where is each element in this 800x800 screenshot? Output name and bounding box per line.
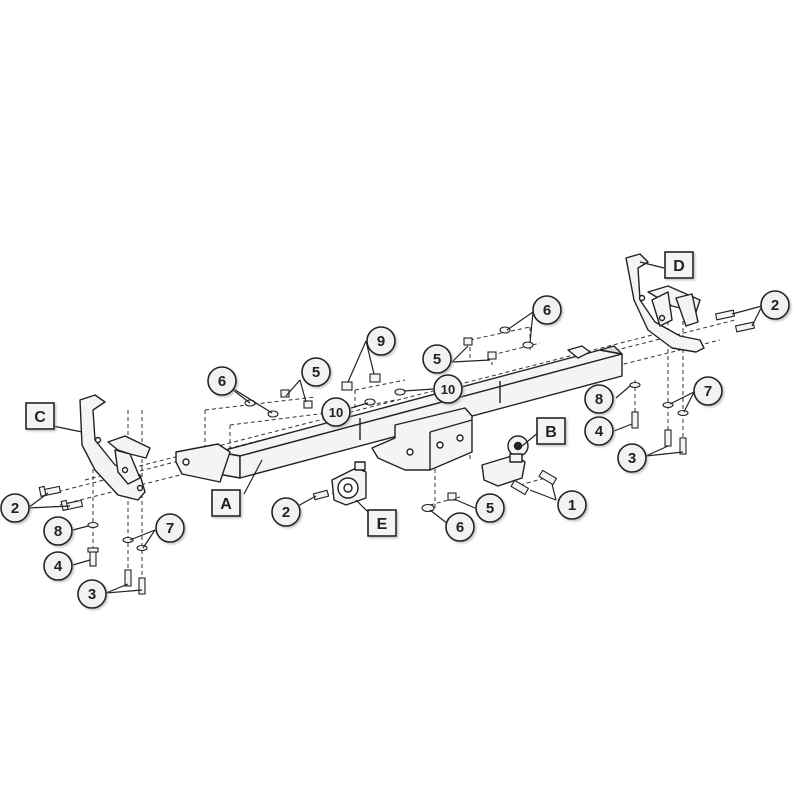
svg-text:3: 3 (88, 586, 96, 603)
left-side-bracket (79, 394, 151, 501)
callout-4-right: 4 (584, 416, 614, 446)
svg-text:2: 2 (771, 297, 779, 314)
callout-1: 1 (557, 490, 587, 520)
callout-10-right: 10 (433, 374, 463, 404)
callout-8-right: 8 (584, 384, 614, 414)
callout-2-right: 2 (760, 290, 790, 320)
hitch-mount-plate (371, 407, 473, 471)
svg-text:7: 7 (704, 383, 712, 400)
callout-2-left: 2 (0, 493, 30, 523)
part-label-B: B (536, 417, 566, 445)
callout-2-center: 2 (271, 497, 301, 527)
svg-text:2: 2 (11, 500, 19, 517)
callout-3-left: 3 (77, 579, 107, 609)
callout-5-bottom: 5 (475, 493, 505, 523)
part-label-D: D (664, 251, 694, 279)
right-side-bracket (625, 253, 705, 353)
part-label-C: C (25, 402, 55, 430)
svg-text:6: 6 (543, 302, 551, 319)
svg-text:6: 6 (456, 519, 464, 536)
svg-text:9: 9 (377, 333, 385, 350)
callout-10-left: 10 (321, 397, 351, 427)
svg-text:5: 5 (486, 500, 494, 517)
callout-5-mid: 5 (422, 344, 452, 374)
callout-9: 9 (366, 326, 396, 356)
tow-ball-assembly (481, 435, 529, 487)
part-label-E: E (367, 509, 397, 537)
svg-text:C: C (34, 409, 46, 426)
svg-text:10: 10 (329, 405, 343, 420)
svg-text:2: 2 (282, 504, 290, 521)
svg-text:A: A (220, 496, 232, 513)
callout-6-bottom: 6 (445, 512, 475, 542)
callout-4-left: 4 (43, 551, 73, 581)
svg-text:E: E (377, 516, 388, 533)
callout-7-left: 7 (155, 513, 185, 543)
callout-6-top: 6 (532, 295, 562, 325)
callout-3-right: 3 (617, 443, 647, 473)
svg-text:1: 1 (568, 497, 576, 514)
svg-text:8: 8 (595, 391, 603, 408)
svg-text:B: B (545, 424, 557, 441)
svg-text:6: 6 (218, 373, 226, 390)
svg-text:5: 5 (433, 351, 441, 368)
callout-7-right: 7 (693, 376, 723, 406)
svg-text:5: 5 (312, 364, 320, 381)
svg-text:4: 4 (54, 558, 63, 575)
fasteners (38, 309, 756, 595)
callout-6-left: 6 (207, 366, 237, 396)
svg-text:8: 8 (54, 523, 62, 540)
svg-text:10: 10 (441, 382, 455, 397)
socket-plate (331, 461, 367, 506)
part-label-A: A (211, 489, 241, 517)
callout-8-left: 8 (43, 516, 73, 546)
callout-5-left: 5 (301, 357, 331, 387)
svg-text:D: D (673, 258, 685, 275)
svg-text:7: 7 (166, 520, 174, 537)
svg-text:4: 4 (595, 423, 604, 440)
svg-text:3: 3 (628, 450, 636, 467)
